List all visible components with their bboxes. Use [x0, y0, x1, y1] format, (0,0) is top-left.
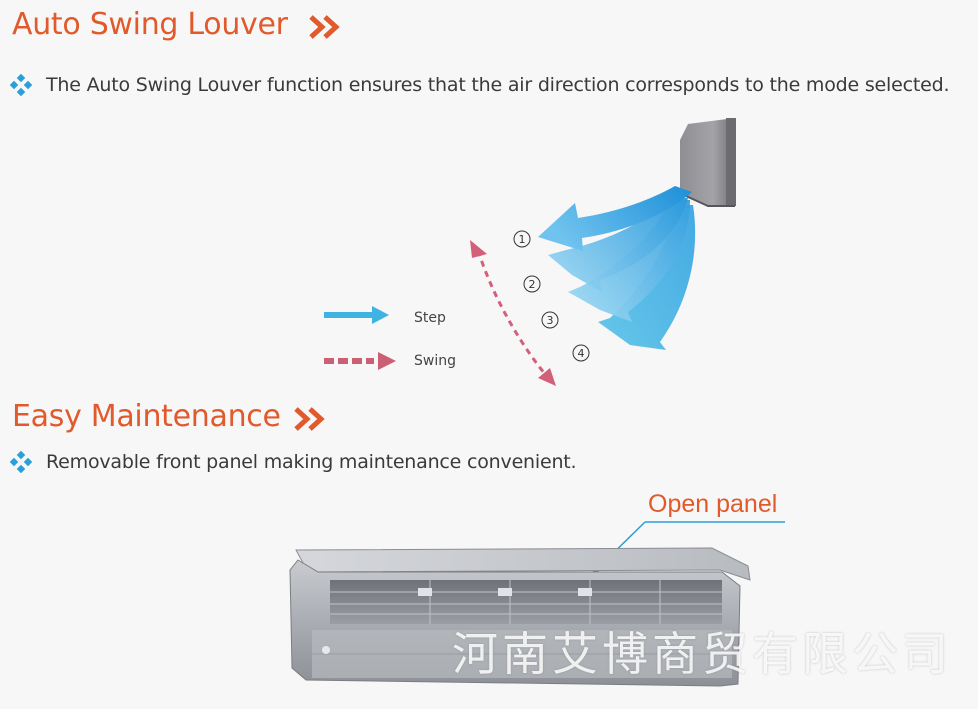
- legend-step-arrow: [324, 306, 389, 324]
- step-marker-1: 1: [513, 230, 531, 248]
- step-marker-3: 3: [541, 311, 559, 329]
- airflow-arrow-2: [548, 198, 688, 292]
- svg-text:1: 1: [519, 233, 526, 246]
- legend-swing-label: Swing: [414, 353, 456, 369]
- swing-arrowhead-bottom: [538, 368, 556, 386]
- legend-step-label: Step: [414, 310, 446, 326]
- filter-clip-1: [418, 588, 432, 596]
- swing-arrowhead-top: [470, 240, 487, 258]
- swing-description-row: The Auto Swing Louver function ensures t…: [10, 74, 949, 96]
- maintenance-description: Removable front panel making maintenance…: [46, 451, 577, 473]
- company-watermark: 河南艾博商贸有限公司: [452, 627, 952, 681]
- double-chevron-right-icon: [294, 407, 325, 431]
- diamond-cluster-icon: [10, 74, 32, 96]
- airflow-arrow-1: [538, 186, 692, 251]
- diamond-cluster-icon: [10, 451, 32, 473]
- legend-swing-arrow: [324, 352, 396, 370]
- maintenance-description-row: Removable front panel making maintenance…: [10, 451, 577, 473]
- filter-area: [330, 580, 722, 624]
- svg-text:3: 3: [547, 314, 554, 327]
- open-panel-callout: Open panel: [648, 490, 778, 518]
- svg-text:2: 2: [529, 278, 536, 291]
- swing-path: [476, 249, 552, 381]
- swing-description: The Auto Swing Louver function ensures t…: [46, 74, 950, 96]
- indicator-light: [322, 646, 330, 654]
- double-chevron-right-icon: [309, 15, 340, 39]
- filter-grille: [330, 580, 722, 624]
- step-marker-4: 4: [572, 344, 590, 362]
- filter-clip-2: [498, 588, 512, 596]
- easy-maintenance-title: Easy Maintenance: [12, 399, 281, 434]
- filter-clip-3: [578, 588, 592, 596]
- step-marker-2: 2: [523, 275, 541, 293]
- indoor-unit-shape: [680, 118, 736, 207]
- auto-swing-louver-title: Auto Swing Louver: [12, 7, 288, 42]
- svg-text:4: 4: [578, 347, 585, 360]
